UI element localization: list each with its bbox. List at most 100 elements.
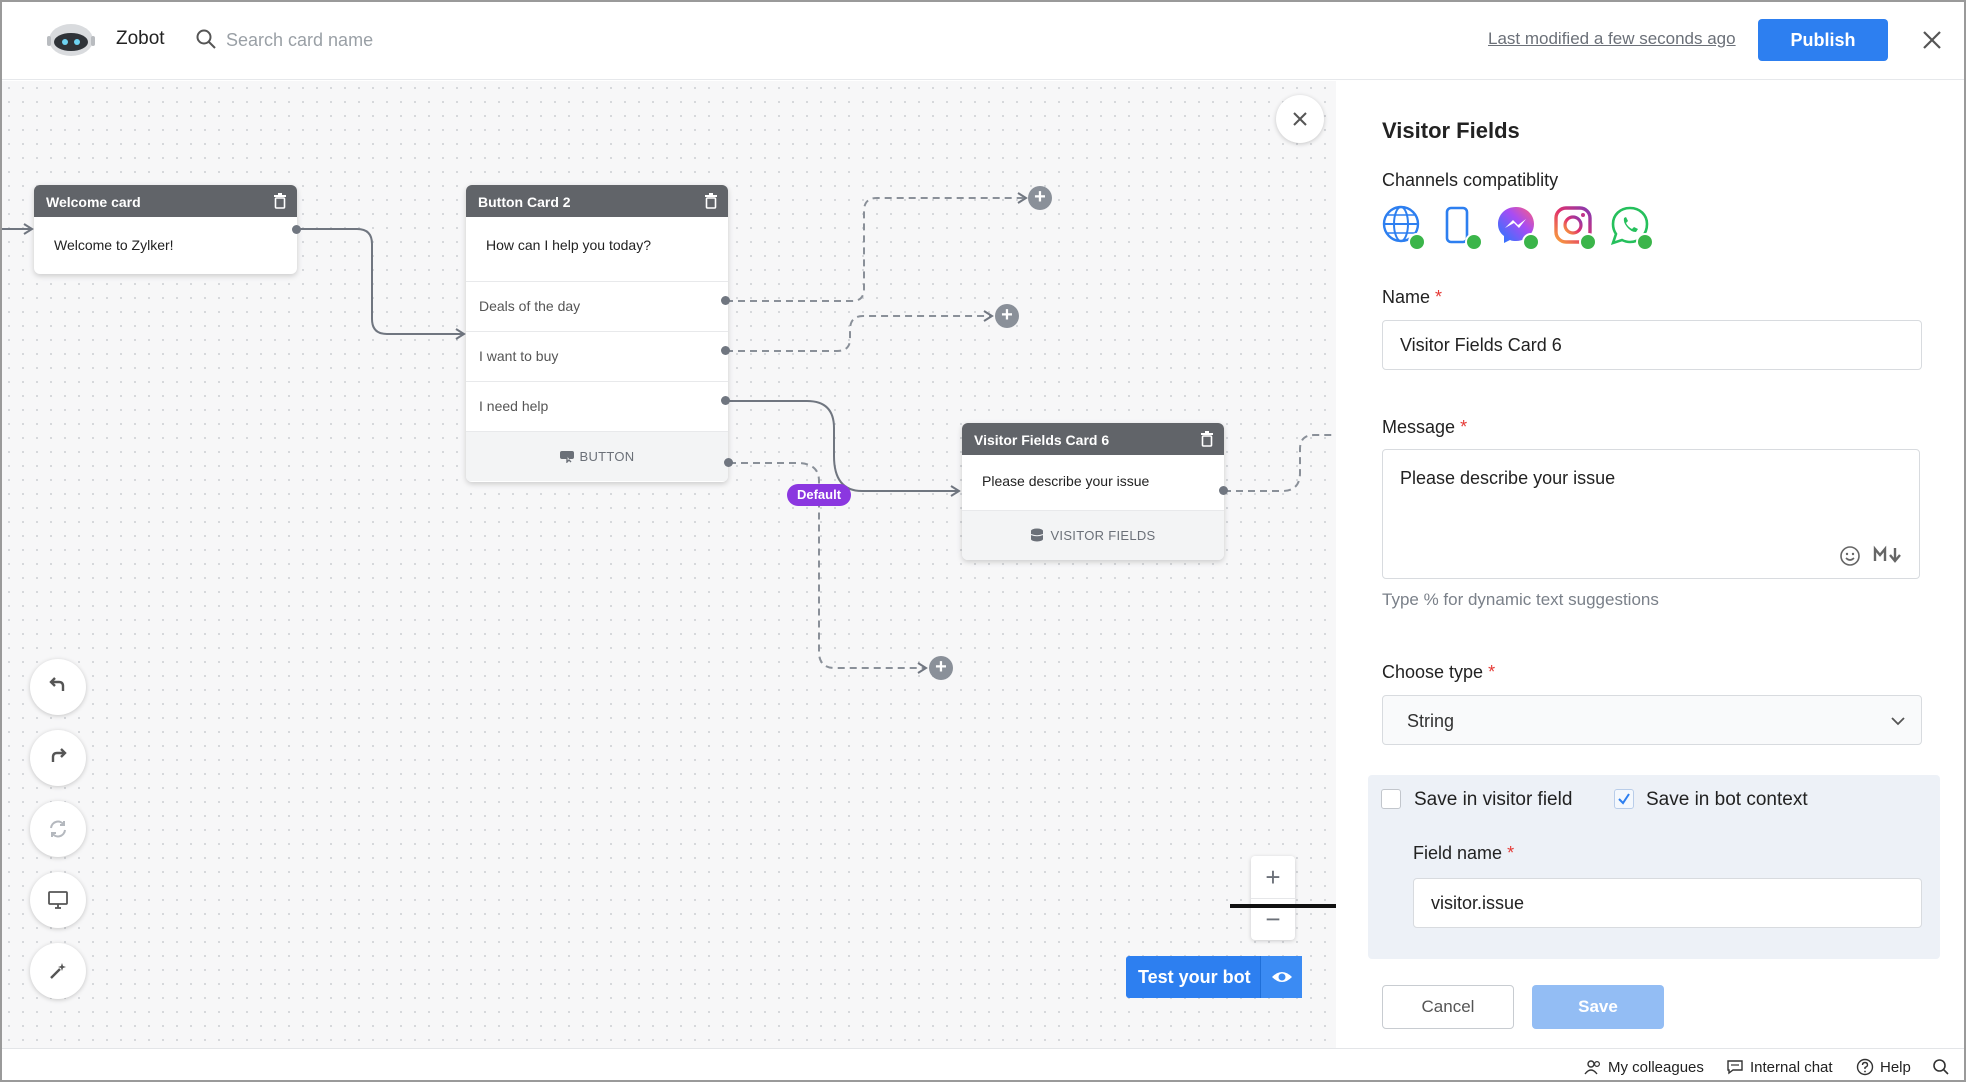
test-bot-label: Test your bot [1138,967,1251,987]
my-colleagues-label: My colleagues [1608,1058,1704,1076]
whatsapp-icon [1610,205,1654,251]
save-bot-label[interactable]: Save in bot context [1646,789,1808,810]
button-option[interactable]: Deals of the day [466,281,728,331]
output-port[interactable] [724,458,733,467]
redo-button[interactable] [30,730,86,786]
preview-toggle[interactable] [1260,956,1302,998]
add-card-button[interactable]: + [995,304,1019,328]
globe-icon [1382,205,1426,251]
magic-wand-button[interactable] [30,943,86,999]
undo-icon [49,677,65,691]
card-type-label: BUTTON [579,449,635,464]
properties-panel: Visitor Fields Channels compatiblity [1336,81,1964,1048]
check-icon [1636,233,1654,251]
internal-chat-link[interactable]: Internal chat [1726,1058,1833,1076]
trash-icon[interactable] [1200,431,1214,447]
magic-wand-icon [50,963,66,979]
required-mark: * [1460,417,1468,437]
save-visitor-checkbox[interactable] [1381,789,1401,809]
required-mark: * [1507,843,1515,863]
panel-title: Visitor Fields [1382,118,1520,143]
undo-button[interactable] [30,659,86,715]
zoom-in-button[interactable]: + [1265,861,1281,892]
reset-layout-button[interactable] [30,801,86,857]
save-visitor-label[interactable]: Save in visitor field [1414,789,1573,810]
check-icon [1408,233,1426,251]
type-select[interactable]: String [1382,695,1922,745]
publish-button[interactable]: Publish [1758,19,1888,61]
message-field[interactable]: Please describe your issue [1382,449,1920,579]
field-name-input[interactable] [1413,878,1922,928]
field-name-label-text: Field name [1413,843,1503,863]
people-icon [1584,1060,1601,1075]
markdown-icon[interactable] [1873,545,1905,565]
my-colleagues-link[interactable]: My colleagues [1584,1058,1704,1076]
test-bot-button[interactable]: Test your bot [1126,956,1302,998]
button-type-icon [560,451,575,464]
card-message: Please describe your issue [982,473,1150,489]
monitor-icon [48,891,68,909]
check-icon [1579,233,1597,251]
flow-canvas[interactable]: Welcome card Welcome to Zylker! Button C… [2,81,1336,1048]
help-link[interactable]: Help [1856,1058,1911,1076]
output-port[interactable] [721,396,730,405]
add-card-button[interactable]: + [1028,186,1052,210]
check-icon [1522,233,1540,251]
button-option[interactable]: I want to buy [466,331,728,381]
card-header: Welcome card [34,185,297,217]
redo-icon [51,748,67,762]
trash-icon[interactable] [704,193,718,209]
output-port[interactable] [292,225,301,234]
visitor-fields-card[interactable]: Visitor Fields Card 6 Please describe yo… [962,423,1224,560]
close-panel-button[interactable] [1276,95,1324,143]
emoji-icon[interactable] [1839,545,1861,567]
default-branch-label: Default [787,484,851,506]
name-label: Name * [1382,287,1442,308]
last-modified-link[interactable]: Last modified a few seconds ago [1488,29,1736,48]
save-options-section: Save in visitor field Save in bot contex… [1368,775,1940,959]
zoom-out-button[interactable]: − [1251,898,1295,940]
card-title: Button Card 2 [478,194,571,210]
checkmark-icon [1618,793,1630,805]
zoom-controls: + − [1251,856,1295,940]
required-mark: * [1488,662,1496,682]
bottom-bar: My colleagues Internal chat Help [2,1048,1964,1080]
save-button[interactable]: Save [1532,985,1664,1029]
eye-icon [1271,972,1292,982]
message-label-text: Message [1382,417,1456,437]
output-port[interactable] [721,346,730,355]
add-card-button[interactable]: + [929,656,953,680]
required-mark: * [1435,287,1443,307]
card-header: Visitor Fields Card 6 [962,423,1224,455]
refresh-icon [50,820,66,838]
output-port[interactable] [721,296,730,305]
card-type-footer: VISITOR FIELDS [962,510,1224,560]
card-title: Visitor Fields Card 6 [974,432,1110,448]
card-message: How can I help you today? [486,237,651,253]
app-name: Zobot [116,28,165,49]
cancel-button[interactable]: Cancel [1382,985,1514,1029]
button-card[interactable]: Button Card 2 How can I help you today? … [466,185,728,482]
name-field[interactable] [1382,320,1922,370]
footer-search-button[interactable] [1932,1058,1950,1076]
help-label: Help [1880,1058,1911,1076]
type-label: Choose type * [1382,662,1495,683]
save-bot-checkbox[interactable] [1614,789,1634,809]
card-type-label: VISITOR FIELDS [1050,528,1156,543]
channels-label: Channels compatiblity [1382,170,1559,190]
button-option[interactable]: I need help [466,381,728,431]
chevron-down-icon [1891,717,1905,726]
card-message: Welcome to Zylker! [54,237,174,253]
message-label: Message * [1382,417,1467,438]
database-icon [1031,528,1044,542]
card-type-footer: BUTTON [466,431,728,481]
messenger-icon [1496,205,1540,251]
close-icon[interactable] [1918,26,1946,54]
trash-icon[interactable] [273,193,287,209]
message-value: Please describe your issue [1400,468,1616,488]
welcome-card[interactable]: Welcome card Welcome to Zylker! [34,185,297,274]
search-input[interactable] [226,24,526,56]
preview-screen-button[interactable] [30,872,86,928]
output-port[interactable] [1219,486,1228,495]
